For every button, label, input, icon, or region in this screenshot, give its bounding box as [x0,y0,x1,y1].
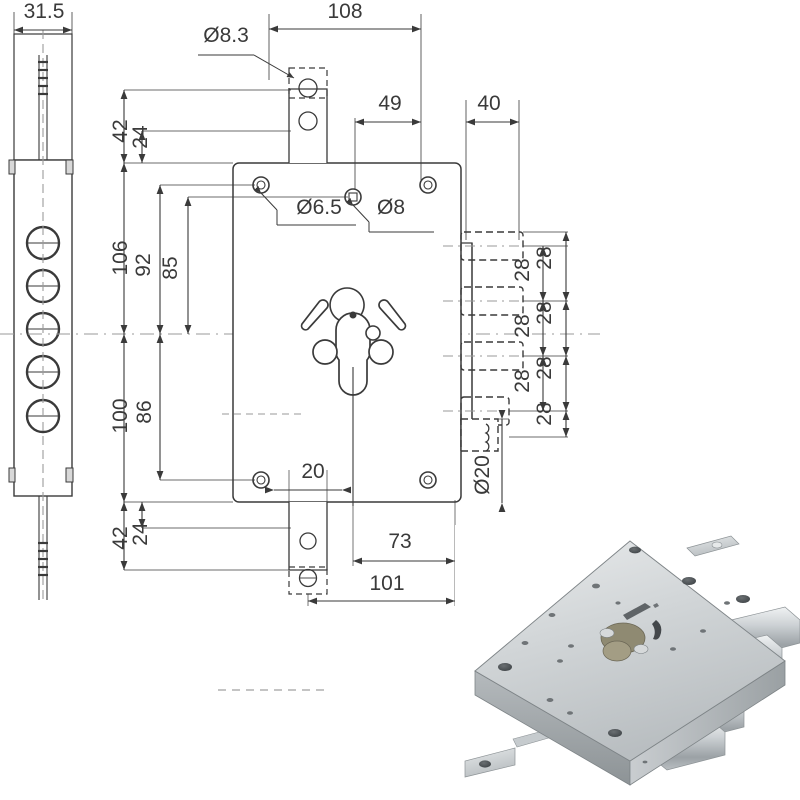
top-mounting-tab [288,67,328,163]
dimension-label-vert-24-top: 24 [129,125,152,149]
dimension-label-bolt-pitch-5: 28 [533,356,556,379]
dimension-label-vert-42-bottom: 42 [109,526,132,549]
dimension-label-bolt-pitch-4: 28 [511,314,534,337]
dimension-31-5 [13,12,73,34]
dimension-label-bolt-pitch-1: 28 [533,246,556,269]
dimension-label-bolt-pitch-2: 28 [511,258,534,281]
dimension-label-vert-100: 100 [109,398,132,433]
dimension-label-bolt-pitch-6: 28 [511,369,534,392]
dimension-label-centre-hole-8: Ø8 [377,196,405,219]
photo-fixing-holes [498,546,750,764]
lock-product-photo [455,525,800,800]
faceplate-side-view [8,12,74,600]
dimension-label-corner-hole-6-5: Ø6.5 [296,196,342,219]
dimension-label-vert-86: 86 [133,400,156,423]
dimension-label-vert-24-bottom: 24 [129,522,152,546]
dimension-label-vert-106: 106 [109,240,132,275]
dimension-label-bolt-projection-40: 40 [477,92,500,115]
dimension-label-bolt-pitch-3: 28 [533,301,556,324]
photo-top-tab [686,535,740,557]
dimension-label-offset-49: 49 [378,92,401,115]
deadbolt [460,418,499,452]
dimension-label-vert-92: 92 [132,253,155,276]
dimension-label-overall-width-108: 108 [327,0,362,23]
bolt-centre-lines [443,245,523,412]
photo-cylinder-area [599,603,662,662]
dimension-label-bolt-pitch-7: 28 [533,402,556,425]
dimension-label-backset-101: 101 [369,572,404,595]
dimension-label-tab-hole-8-3: Ø8.3 [203,24,249,47]
dimension-label-vert-85: 85 [159,256,182,279]
lock-case-front-view [222,67,524,595]
bottom-mounting-tab [288,502,328,595]
dimension-label-backset-73: 73 [388,530,411,553]
dimension-lines [120,14,570,606]
dimension-label-bolt-dia-20: Ø20 [471,455,494,495]
dimension-label-vert-42-top: 42 [109,119,132,142]
dimension-label-tab-width-20: 20 [301,460,324,483]
cylinder-keyway-cutout [300,287,407,506]
dimension-label-faceplate-width: 31.5 [24,0,65,23]
